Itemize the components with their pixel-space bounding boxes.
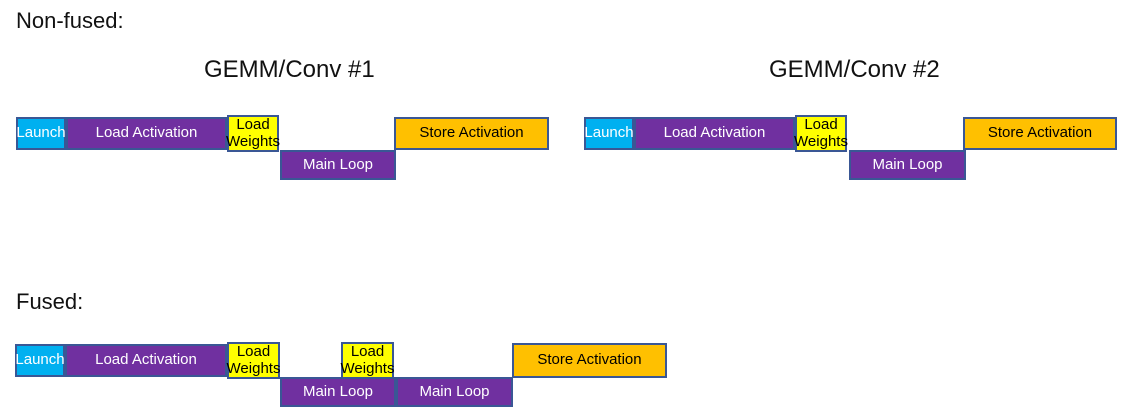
bar-load-weights: Load Weights — [794, 115, 848, 152]
bar-label: Main Loop — [302, 382, 374, 400]
bar-main-loop: Main Loop — [280, 377, 396, 407]
bar-load-weights: Load Weights — [227, 342, 280, 379]
bar-label: Main Loop — [419, 382, 490, 400]
bar-store-activation: Store Activation — [963, 117, 1117, 150]
section-label-non-fused: Non-fused: — [16, 8, 124, 33]
bar-label: Load Weights — [340, 343, 395, 377]
bar-load-activation: Load Activation — [634, 117, 795, 150]
bar-label: Launch — [15, 351, 65, 369]
bar-label: Launch — [16, 124, 66, 142]
bar-label: Launch — [584, 124, 634, 142]
bar-load-activation: Load Activation — [65, 344, 227, 377]
bar-launch: Launch — [15, 344, 65, 377]
bar-label: Store Activation — [987, 124, 1093, 142]
bar-label: Load Weights — [226, 116, 280, 150]
bar-store-activation: Store Activation — [394, 117, 549, 150]
bar-main-loop: Main Loop — [849, 150, 966, 180]
bar-label: Load Activation — [95, 124, 198, 142]
bar-main-loop: Main Loop — [396, 377, 513, 407]
bar-launch: Launch — [16, 117, 66, 150]
bar-label: Load Weights — [226, 343, 281, 377]
bar-label: Load Weights — [794, 116, 848, 150]
bar-load-weights: Load Weights — [341, 342, 394, 379]
bar-load-activation: Load Activation — [66, 117, 227, 150]
group-title-gemm-conv-2: GEMM/Conv #2 — [769, 56, 940, 83]
section-label-fused: Fused: — [16, 289, 84, 314]
bar-label: Store Activation — [419, 124, 524, 142]
bar-launch: Launch — [584, 117, 634, 150]
group-title-gemm-conv-1: GEMM/Conv #1 — [204, 56, 375, 83]
bar-label: Store Activation — [537, 351, 642, 369]
bar-label: Load Activation — [95, 351, 197, 369]
bar-store-activation: Store Activation — [512, 343, 667, 378]
bar-load-weights: Load Weights — [226, 115, 280, 152]
bar-main-loop: Main Loop — [280, 150, 396, 180]
bar-label: Main Loop — [872, 155, 943, 173]
bar-label: Load Activation — [663, 124, 766, 142]
bar-label: Main Loop — [302, 155, 374, 173]
